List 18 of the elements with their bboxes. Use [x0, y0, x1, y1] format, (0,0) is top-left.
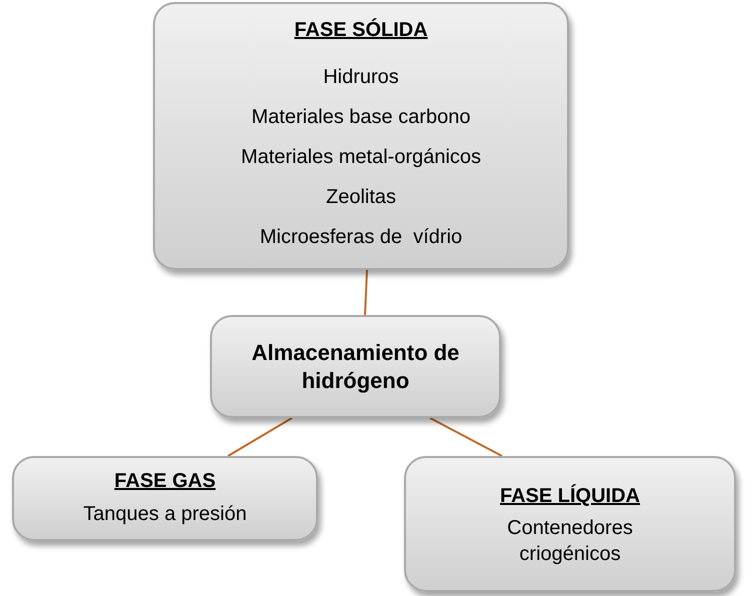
- rounded-box: [12, 456, 318, 541]
- list-item: Contenedores criogénicos: [506, 516, 634, 567]
- list-item: Microesferas de vídrio: [260, 225, 462, 250]
- rounded-box: [153, 2, 569, 270]
- connector-line: [364, 270, 368, 316]
- section-heading: FASE SÓLIDA: [294, 17, 428, 43]
- rounded-box: [210, 315, 501, 418]
- section-heading: FASE LÍQUIDA: [500, 483, 640, 509]
- list-item: Zeolitas: [326, 185, 396, 210]
- connector-line: [430, 417, 502, 457]
- list-item: Tanques a presión: [83, 502, 247, 526]
- section-heading: FASE GAS: [114, 468, 216, 494]
- list-item: Materiales metal-orgánicos: [240, 145, 482, 170]
- list-item: Materiales base carbono: [251, 105, 470, 130]
- node-title: Almacenamiento de hidrógeno: [250, 338, 460, 394]
- rounded-box: [404, 456, 736, 592]
- connector-line: [227, 417, 293, 457]
- list-item: Hidruros: [323, 65, 399, 90]
